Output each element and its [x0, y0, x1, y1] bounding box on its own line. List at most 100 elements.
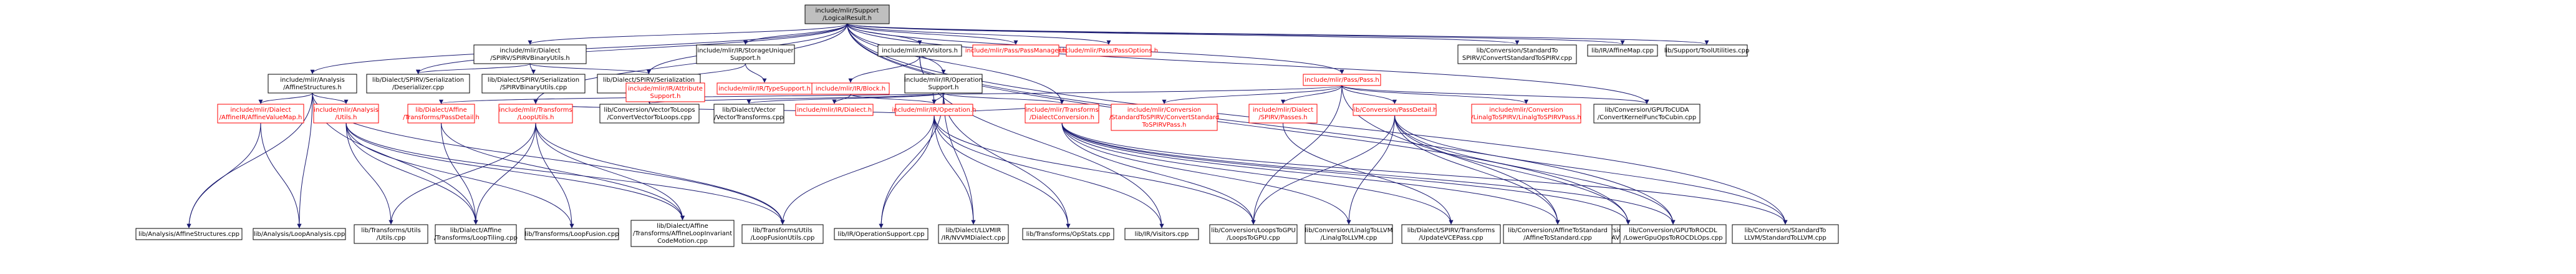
node-label-line: /Transforms/LoopTiling.cpp: [434, 235, 518, 242]
node-transforms-utils-utils[interactable]: lib/Transforms/Utils/Utils.cpp: [354, 224, 428, 244]
node-vector-transforms[interactable]: lib/Dialect/Vector/VectorTransforms.cpp: [713, 104, 784, 124]
node-pass-manager[interactable]: include/mlir/Pass/PassManager.h: [965, 44, 1066, 57]
node-convert-vector-to-loops[interactable]: lib/Conversion/VectorToLoops/ConvertVect…: [599, 104, 700, 124]
node-analysis-affine-structures-cpp[interactable]: lib/Analysis/AffineStructures.cpp: [135, 228, 243, 240]
node-box: [1124, 228, 1199, 240]
node-analysis-affine-structures[interactable]: include/mlir/Analysis/AffineStructures.h: [268, 74, 357, 94]
edge-transforms-loop-utils-to-transforms-utils-utils: [388, 122, 536, 225]
edge-affine-pass-detail-to-affine-loop-tiling: [441, 122, 478, 225]
node-linalg-to-spirv-pass[interactable]: include/mlir/Conversion/LinalgToSPIRV/Li…: [1471, 104, 1581, 124]
edge-visitors-to-ir-block: [848, 56, 920, 83]
node-ir-dialect[interactable]: include/mlir/IR/Dialect.h: [795, 104, 874, 116]
node-label-line: include/mlir/IR/StorageUniquer: [697, 47, 794, 54]
node-loop-fusion-utils[interactable]: lib/Transforms/Utils/LoopFusionUtils.cpp: [741, 224, 824, 244]
node-loops-to-gpu[interactable]: lib/Conversion/LoopsToGPU/LoopsToGPU.cpp: [1209, 224, 1298, 244]
node-ir-operation[interactable]: include/mlir/IR/Operation.h: [892, 104, 977, 116]
node-box: [1457, 44, 1577, 64]
node-affine-pass-detail[interactable]: lib/Dialect/Affine/Transforms/PassDetail…: [403, 104, 480, 124]
node-box: [1305, 224, 1393, 244]
node-visitors-cpp[interactable]: lib/IR/Visitors.cpp: [1124, 228, 1199, 240]
node-visitors[interactable]: include/mlir/IR/Visitors.h: [877, 44, 962, 57]
node-loop-fusion[interactable]: lib/Transforms/LoopFusion.cpp: [524, 228, 619, 240]
node-label-line: include/mlir/Pass/PassOptions.h: [1059, 47, 1158, 54]
node-box: [741, 224, 824, 244]
node-pass-detail[interactable]: lib/Conversion/PassDetail.h: [1353, 104, 1437, 116]
node-label-line: lib/Conversion/PassDetail.h: [1353, 107, 1437, 114]
node-box: [1619, 224, 1727, 244]
node-box: [366, 74, 470, 94]
edge-spirv-binary-utils-to-spirv-serializer: [529, 63, 651, 74]
node-dialect-spirv-passes[interactable]: include/mlir/Dialect/SPIRV/Passes.h: [1248, 104, 1318, 124]
node-gpu-to-cuda[interactable]: lib/Conversion/GPUToCUDA/ConvertKernelFu…: [1593, 104, 1700, 124]
node-spirv-deserializer[interactable]: lib/Dialect/SPIRV/Serialization/Deserial…: [366, 74, 470, 94]
edge-dialect-conversion-to-standard-to-llvm: [1061, 122, 1788, 225]
node-pass-h[interactable]: include/mlir/Pass/Pass.h: [1303, 74, 1381, 86]
node-box: [972, 44, 1059, 57]
edge-transforms-loop-utils-to-affine-loop-invariant: [535, 122, 685, 220]
node-box: [1593, 104, 1700, 124]
node-analysis-loop-analysis[interactable]: lib/Analysis/LoopAnalysis.cpp: [253, 228, 346, 240]
node-box: [804, 4, 890, 24]
node-spirv-binary-utils-cpp[interactable]: lib/Dialect/SPIRV/Serialization/SPIRVBin…: [481, 74, 586, 94]
node-gpu-to-rocdl[interactable]: lib/Conversion/GPUToROCDL/LowerGpuOpsToR…: [1619, 224, 1727, 244]
edge-pass-detail-to-gpu-to-rocdl: [1394, 115, 1676, 225]
node-label-line: include/mlir/Pass/PassManager.h: [965, 47, 1066, 54]
node-label-line: include/mlir/Conversion: [1489, 107, 1563, 114]
node-transforms-loop-utils[interactable]: include/mlir/Transforms/LoopUtils.h: [498, 104, 573, 124]
node-operation-support[interactable]: include/mlir/IR/OperationSupport.h: [904, 74, 983, 94]
node-box: [354, 224, 428, 244]
node-spirv-update-vce[interactable]: lib/Dialect/SPIRV/Transforms/UpdateVCEPa…: [1401, 224, 1501, 244]
node-label-line: include/mlir/Transforms: [1025, 107, 1098, 114]
node-root[interactable]: include/mlir/Support/LogicalResult.h: [804, 4, 890, 24]
node-label-line: /AffineStructures.h: [283, 84, 342, 91]
node-llvmir-nvvm[interactable]: lib/Dialect/LLVMIR/IR/NVVMDialect.cpp: [938, 224, 1009, 244]
node-box: [895, 104, 973, 116]
node-label-line: lib/Transforms/Utils: [361, 227, 421, 234]
node-label-line: lib/Conversion/LinalgToLLVM: [1305, 227, 1393, 234]
edge-dialect-conversion-to-linalg-to-llvm: [1061, 122, 1351, 225]
node-label-line: /StandardToSPIRV/ConvertStandard: [1109, 114, 1219, 121]
node-affine-map-cpp[interactable]: lib/IR/AffineMap.cpp: [1587, 44, 1658, 57]
edge-root-to-spirv-deserializer: [416, 23, 847, 74]
edge-ir-operation-to-op-stats: [933, 115, 1071, 228]
node-box: [904, 74, 983, 94]
node-label-line: lib/IR/OperationSupport.cpp: [837, 231, 924, 238]
node-dialect-conversion[interactable]: include/mlir/Transforms/DialectConversio…: [1025, 104, 1099, 124]
node-label-line: lib/Transforms/OpStats.cpp: [1026, 231, 1111, 238]
edge-operation-support-to-operation-support-cpp: [879, 92, 944, 228]
node-affine-loop-tiling[interactable]: lib/Dialect/Affine/Transforms/LoopTiling…: [434, 224, 518, 244]
node-affine-to-standard[interactable]: lib/Conversion/AffineToStandard/AffineTo…: [1503, 224, 1613, 244]
edge-ir-block-to-ir-operation: [850, 94, 937, 104]
node-tool-utilities[interactable]: lib/Support/ToolUtilities.cpp: [1664, 44, 1750, 57]
node-operation-support-cpp[interactable]: lib/IR/OperationSupport.cpp: [834, 228, 929, 240]
node-spirv-binary-utils[interactable]: include/mlir/Dialect/SPIRV/SPIRVBinaryUt…: [473, 44, 587, 64]
node-affine-value-map[interactable]: include/mlir/Dialect/AffineIR/AffineValu…: [217, 104, 304, 124]
node-pass-options[interactable]: include/mlir/Pass/PassOptions.h: [1059, 44, 1158, 57]
node-box: [938, 224, 1009, 244]
edge-operation-support-to-dialect-conversion: [943, 92, 1064, 104]
node-convert-std-spirv[interactable]: lib/Conversion/StandardToSPIRV/ConvertSt…: [1457, 44, 1577, 64]
node-label-line: /Utils.cpp: [377, 235, 406, 242]
nodes: include/mlir/Support/LogicalResult.h incl…: [135, 4, 1839, 247]
edge-root-to-standard-to-llvm: [847, 23, 1788, 225]
node-box: [1587, 44, 1658, 57]
edge-affine-pass-detail-to-affine-loop-invariant: [441, 122, 685, 220]
node-box: [135, 228, 243, 240]
node-standard-to-llvm[interactable]: lib/Conversion/StandardToLLVM/StandardTo…: [1732, 224, 1839, 244]
node-label-line: lib/Support/ToolUtilities.cpp: [1664, 47, 1750, 54]
node-linalg-to-llvm[interactable]: lib/Conversion/LinalgToLLVM/LinalgToLLVM…: [1305, 224, 1393, 244]
node-label-line: /Transforms/PassDetail.h: [403, 114, 480, 121]
node-op-stats[interactable]: lib/Transforms/OpStats.cpp: [1022, 228, 1114, 240]
node-type-support[interactable]: include/mlir/IR/TypeSupport.h: [716, 82, 813, 95]
node-analysis-utils[interactable]: include/mlir/Analysis/Utils.h: [313, 104, 379, 124]
node-affine-loop-invariant[interactable]: lib/Dialect/Affine/Transforms/AffineLoop…: [630, 220, 735, 247]
node-label-line: lib/Dialect/Vector: [722, 107, 776, 114]
node-box: [1248, 104, 1318, 124]
node-ir-block[interactable]: include/mlir/IR/Block.h: [811, 82, 890, 95]
node-label-line: lib/Dialect/Affine: [450, 227, 502, 234]
edge-pass-detail-to-convert-avx512: [1394, 115, 1631, 225]
node-convert-std-spirv-pass[interactable]: include/mlir/Conversion/StandardToSPIRV/…: [1109, 104, 1219, 131]
